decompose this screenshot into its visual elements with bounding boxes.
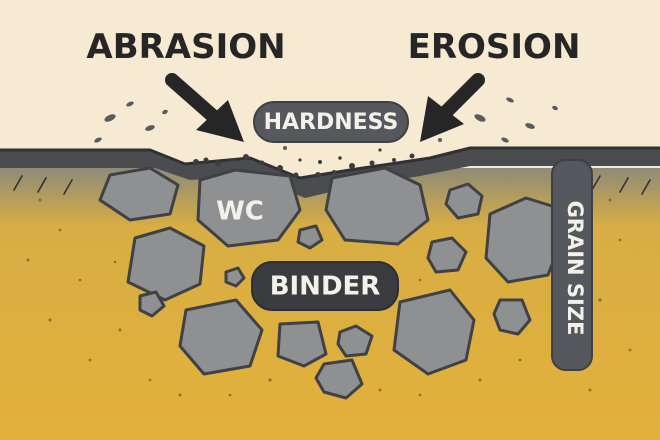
wc-grain bbox=[324, 166, 430, 246]
wc-grain bbox=[336, 324, 374, 358]
hardness-pill bbox=[253, 101, 409, 143]
flying-chips bbox=[94, 97, 558, 150]
wc-grain bbox=[126, 226, 206, 302]
erosion-arrow bbox=[420, 73, 485, 142]
wc-grain bbox=[484, 196, 562, 284]
wc-grain bbox=[224, 266, 246, 288]
binder-pill bbox=[251, 261, 399, 311]
wc-grain bbox=[296, 224, 324, 250]
wc-grain bbox=[426, 236, 468, 274]
wc-grain bbox=[492, 298, 532, 336]
wc-grain bbox=[276, 320, 328, 368]
binder-label: BINDER bbox=[270, 272, 381, 302]
hardness-label: HARDNESS bbox=[264, 110, 399, 135]
surface-scratches bbox=[13, 175, 651, 195]
abrasion-arrow bbox=[165, 73, 244, 142]
abrasion-label: ABRASION bbox=[86, 27, 285, 67]
wear-debris bbox=[193, 148, 415, 178]
wc-grain bbox=[98, 166, 180, 222]
wc-grain bbox=[314, 358, 364, 400]
wc-label: WC bbox=[216, 197, 264, 227]
wc-grain bbox=[392, 288, 476, 376]
worn-surface-top bbox=[0, 148, 660, 198]
wc-grain bbox=[138, 290, 166, 318]
grain-size-bar bbox=[551, 159, 593, 371]
grain-size-label: GRAIN SIZE bbox=[563, 201, 587, 336]
erosion-label: EROSION bbox=[408, 27, 581, 67]
wc-grain bbox=[178, 298, 264, 376]
wc-grain bbox=[444, 182, 484, 220]
wc-grain bbox=[196, 168, 302, 248]
worn-surface-highlight bbox=[0, 146, 660, 180]
wc-grains bbox=[98, 166, 562, 400]
